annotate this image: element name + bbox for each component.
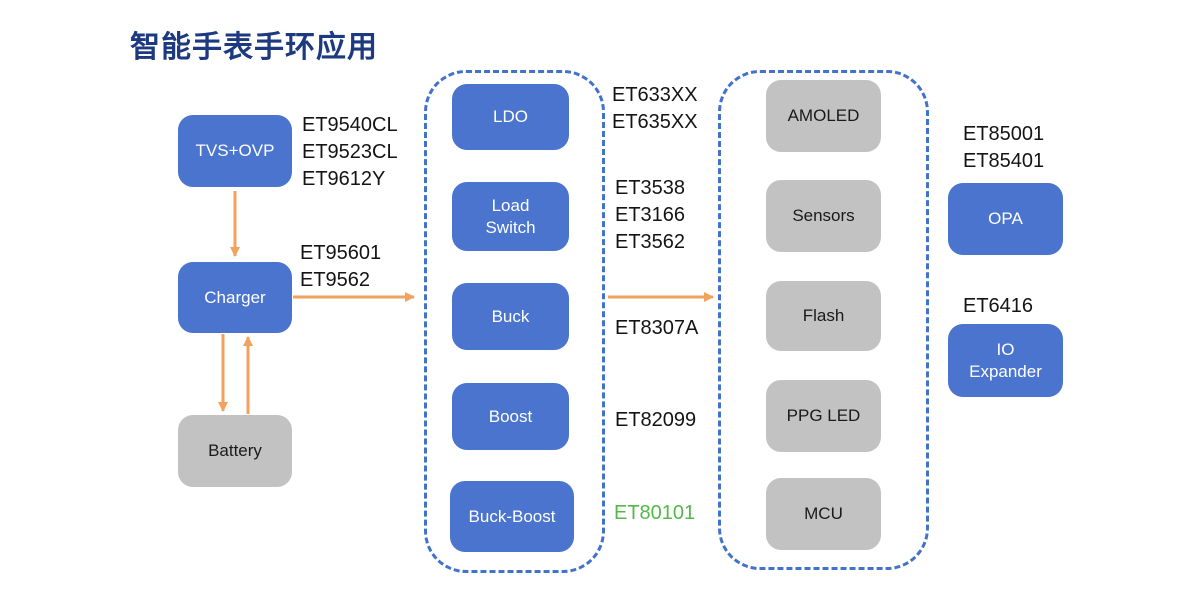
node-tvs-ovp: TVS+OVP: [178, 115, 292, 187]
node-mcu-label: MCU: [804, 504, 843, 524]
node-charger-label: Charger: [204, 287, 266, 307]
parts-load-switch: ET3538 ET3166 ET3562: [615, 175, 685, 256]
node-sensors: Sensors: [766, 180, 881, 252]
node-ppg-led-label: PPG LED: [786, 406, 861, 426]
node-flash: Flash: [766, 281, 881, 351]
node-battery: Battery: [178, 415, 292, 487]
part-label: ET9612Y: [302, 168, 386, 190]
part-label: ET6416: [963, 295, 1034, 317]
node-opa-label: OPA: [988, 209, 1023, 229]
part-label: ET9562: [300, 269, 371, 291]
node-buck-label: Buck: [491, 306, 530, 326]
part-label: ET9540CL: [302, 114, 398, 136]
part-label: ET3538: [615, 177, 686, 199]
node-sensors-label: Sensors: [792, 206, 855, 226]
node-tvs-ovp-label: TVS+OVP: [195, 141, 275, 161]
power-rails-group: [424, 70, 605, 573]
node-io-expander: IO Expander: [948, 324, 1063, 397]
node-boost-label: Boost: [488, 406, 533, 426]
parts-buck: ET8307A: [615, 315, 698, 342]
part-label: ET85401: [963, 150, 1045, 172]
part-label: ET635XX: [612, 111, 698, 133]
node-ldo: LDO: [452, 84, 569, 150]
node-opa: OPA: [948, 183, 1063, 255]
parts-ldo: ET633XX ET635XX: [612, 82, 698, 136]
node-buck-boost: Buck-Boost: [450, 481, 574, 552]
part-label: ET82099: [615, 409, 697, 431]
node-battery-label: Battery: [208, 441, 262, 461]
parts-io-expander: ET6416: [963, 293, 1033, 320]
parts-tvs-ovp: ET9540CL ET9523CL ET9612Y: [302, 112, 398, 193]
parts-charger: ET95601 ET9562: [300, 240, 381, 294]
parts-boost: ET82099: [615, 407, 696, 434]
node-load-switch: Load Switch: [452, 182, 569, 251]
part-label: ET95601: [300, 242, 382, 264]
node-amoled-label: AMOLED: [787, 106, 860, 126]
node-ppg-led: PPG LED: [766, 380, 881, 452]
part-label: ET8307A: [615, 317, 699, 339]
part-label: ET3166: [615, 204, 686, 226]
parts-opa: ET85001 ET85401: [963, 121, 1044, 175]
node-io-expander-label: IO Expander: [969, 340, 1042, 381]
node-buck: Buck: [452, 283, 569, 350]
part-label: ET9523CL: [302, 141, 398, 163]
part-label: ET80101: [614, 502, 696, 524]
parts-buck-boost: ET80101: [614, 500, 695, 527]
node-ldo-label: LDO: [493, 107, 528, 127]
node-charger: Charger: [178, 262, 292, 333]
loads-group: [718, 70, 929, 570]
node-flash-label: Flash: [802, 306, 845, 326]
node-boost: Boost: [452, 383, 569, 450]
part-label: ET85001: [963, 123, 1045, 145]
node-mcu: MCU: [766, 478, 881, 550]
node-buck-boost-label: Buck-Boost: [468, 506, 556, 526]
node-amoled: AMOLED: [766, 80, 881, 152]
part-label: ET3562: [615, 231, 686, 253]
node-load-switch-label: Load Switch: [485, 196, 536, 237]
page-title: 智能手表手环应用: [130, 31, 378, 64]
part-label: ET633XX: [612, 84, 698, 106]
